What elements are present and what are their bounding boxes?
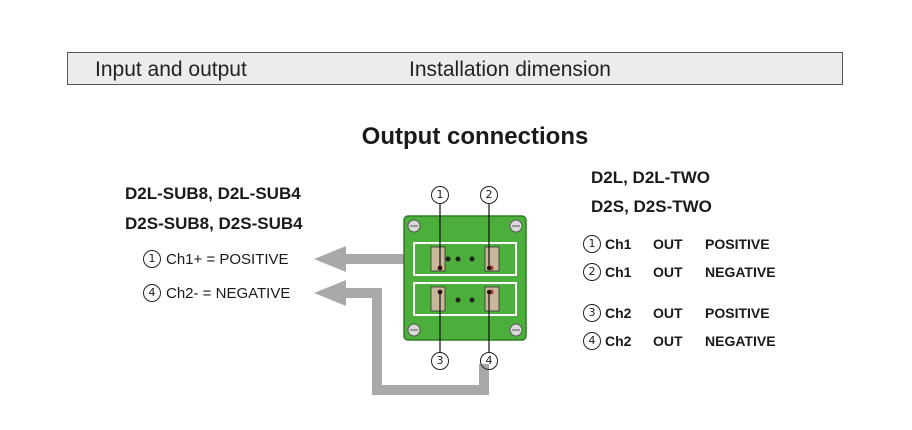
number-circle-1: 1: [143, 250, 161, 268]
left-model-line-2: D2S-SUB8, D2S-SUB4: [125, 214, 303, 233]
direction-cell: OUT: [653, 305, 683, 321]
left-connection-4-text: Ch2- = NEGATIVE: [166, 284, 291, 302]
table-row: 3 Ch2 OUT POSITIVE: [583, 304, 770, 322]
arrow-ch1-positive: [314, 246, 404, 272]
number-circle: 4: [583, 332, 601, 350]
table-row: 1 Ch1 OUT POSITIVE: [583, 235, 770, 253]
number-circle-4: 4: [143, 284, 161, 302]
number-circle: 3: [583, 304, 601, 322]
number-circle: 2: [583, 263, 601, 281]
header-input-output: Input and output: [95, 58, 247, 81]
left-connection-1: 1 Ch1+ = POSITIVE: [143, 250, 289, 268]
number-circle: 1: [583, 235, 601, 253]
direction-cell: OUT: [653, 236, 683, 252]
channel-cell: Ch2: [605, 305, 632, 321]
header-installation-dimension: Installation dimension: [409, 58, 611, 81]
section-header-bar: Input and output Installation dimension: [67, 52, 843, 85]
board-label-4: 4: [480, 352, 498, 370]
polarity-cell: POSITIVE: [705, 305, 770, 321]
page-title: Output connections: [361, 123, 589, 150]
board-label-3: 3: [431, 352, 449, 370]
arrow-ch2-negative: [314, 280, 489, 395]
right-model-line-1: D2L, D2L-TWO: [591, 168, 710, 187]
direction-cell: OUT: [653, 264, 683, 280]
left-connection-1-text: Ch1+ = POSITIVE: [166, 250, 289, 268]
left-model-line-1: D2L-SUB8, D2L-SUB4: [125, 184, 301, 203]
polarity-cell: POSITIVE: [705, 236, 770, 252]
mounting-screws: [407, 219, 523, 337]
output-arrows: [314, 246, 489, 395]
direction-cell: OUT: [653, 333, 683, 349]
channel-cell: Ch1: [605, 236, 632, 252]
right-model-line-2: D2S, D2S-TWO: [591, 197, 712, 216]
board-label-2: 2: [480, 186, 498, 204]
channel-cell: Ch1: [605, 264, 632, 280]
channel-cell: Ch2: [605, 333, 632, 349]
polarity-cell: NEGATIVE: [705, 264, 776, 280]
terminal-board: [403, 203, 527, 352]
board-label-1: 1: [431, 186, 449, 204]
table-row: 2 Ch1 OUT NEGATIVE: [583, 263, 776, 281]
table-row: 4 Ch2 OUT NEGATIVE: [583, 332, 776, 350]
polarity-cell: NEGATIVE: [705, 333, 776, 349]
left-connection-4: 4 Ch2- = NEGATIVE: [143, 284, 290, 302]
